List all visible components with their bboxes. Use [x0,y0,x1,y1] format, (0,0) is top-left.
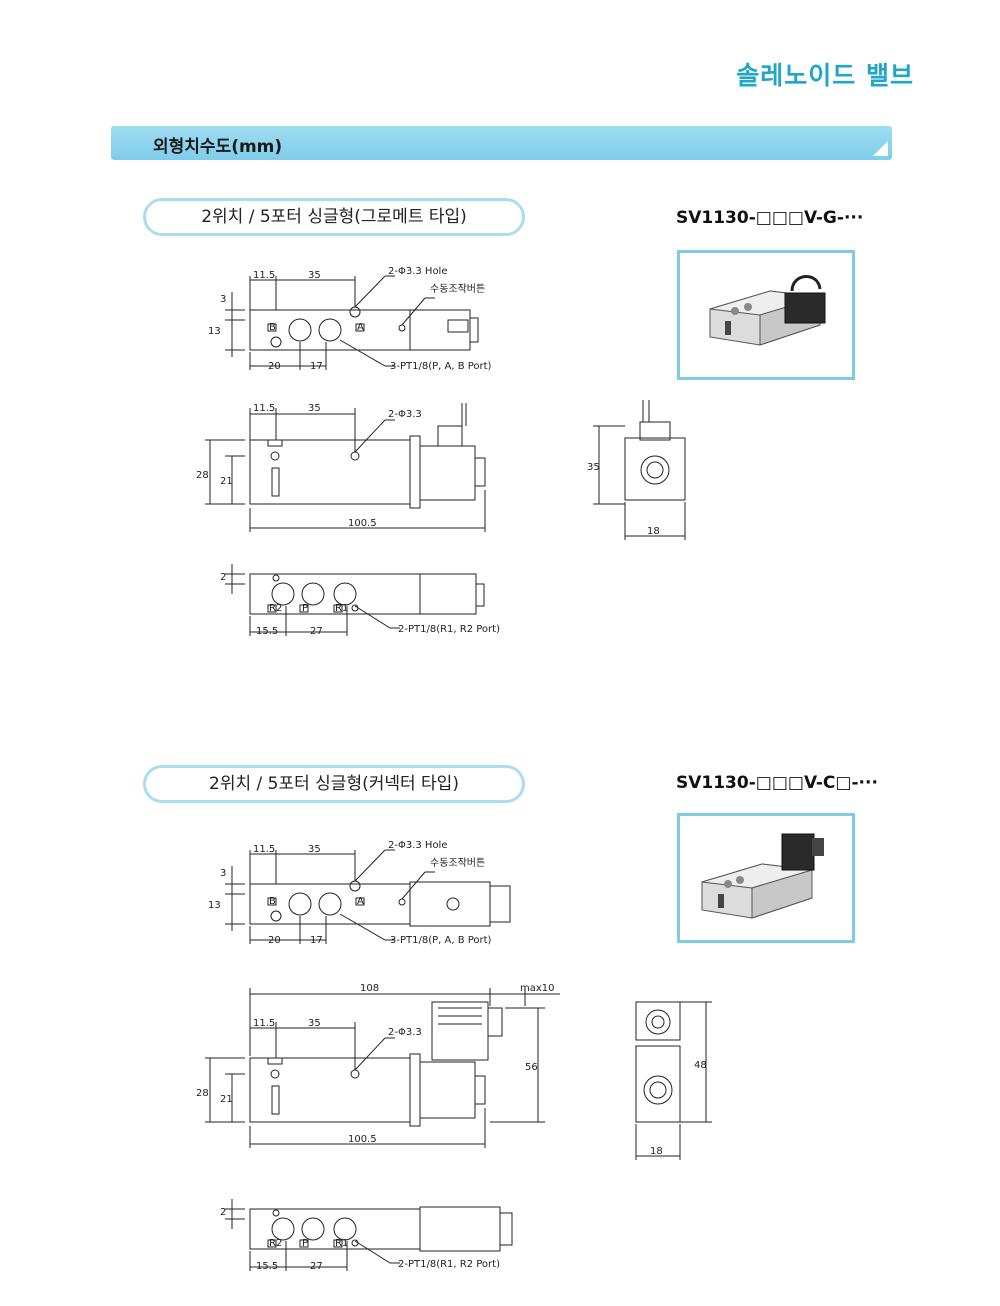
product-photo-connector [677,813,855,943]
dim-21: 21 [220,1094,233,1105]
port-r1-label: R1 [335,1238,348,1249]
dim-20: 20 [268,935,281,946]
hole-note: 2-Φ3.3 [388,1027,422,1038]
dim-100-5: 100.5 [348,1134,377,1145]
dim-28: 28 [196,1088,209,1099]
dim-48: 48 [694,1060,707,1071]
top-view-drawing-connector: 11.5 35 2-Φ3.3 Hole 수동조작버튼 3 13 20 17 3-… [208,840,511,946]
ports-note: 2-PT1/8(R1, R2 Port) [398,1259,500,1270]
dim-18: 18 [650,1146,663,1157]
model-code-connector: SV1130-□□□V-C□-··· [676,773,878,793]
corner-mark-icon [873,141,888,156]
top-view-drawing-grommet: 11.5 35 2-Φ3.3 Hole 수동조작버튼 3 13 20 17 3-… [208,266,492,372]
hole-note: 2-Φ3.3 Hole [388,840,448,851]
dim-100-5: 100.5 [348,518,377,529]
front-view-drawing-grommet: 11.5 35 2-Φ3.3 28 21 100.5 [196,403,486,532]
manual-button-note: 수동조작버튼 [430,857,485,869]
bottom-view-drawing-connector: 2 15.5 27 2-PT1/8(R1, R2 Port) R2 P R1 [220,1199,513,1272]
dim-max10: max10 [520,983,555,994]
dim-56: 56 [525,1062,538,1073]
port-a-label: A [357,896,364,907]
type-label-connector: 2위치 / 5포터 싱글형(커넥터 타입) [143,765,525,803]
dim-3: 3 [220,294,226,305]
dim-20: 20 [268,361,281,372]
valve-connector-picture [701,833,824,919]
port-b-label: B [269,896,276,907]
dim-35: 35 [308,403,321,414]
ports-note: 2-PT1/8(R1, R2 Port) [398,624,500,635]
port-p-label: P [302,603,308,614]
bottom-view-drawing-grommet: 2 15.5 27 2-PT1/8(R1, R2 Port) R2 P R1 [220,564,500,637]
hole-note: 2-Φ3.3 Hole [388,266,448,277]
page-header-title: 솔레노이드 밸브 [736,61,914,90]
section-title: 외형치수도(mm) [153,137,283,157]
dim-11-5: 11.5 [253,1018,275,1029]
model-code-grommet: SV1130-□□□V-G-··· [676,208,864,228]
dim-17: 17 [310,361,323,372]
section-bar: 외형치수도(mm) [111,126,892,160]
dim-13: 13 [208,900,221,911]
dim-3: 3 [220,868,226,879]
side-view-drawing-connector: 48 18 [635,1001,712,1160]
side-view-drawing-grommet: 35 18 [587,400,686,540]
dim-35: 35 [308,844,321,855]
port-r2-label: R2 [269,1238,282,1249]
type-label-grommet: 2위치 / 5포터 싱글형(그로메트 타입) [143,198,525,236]
dim-11-5: 11.5 [253,403,275,414]
dim-35: 35 [308,1018,321,1029]
dim-21: 21 [220,476,233,487]
valve-grommet-picture [709,275,826,346]
hole-note: 2-Φ3.3 [388,409,422,420]
dim-11-5: 11.5 [253,270,275,281]
front-view-drawing-connector: 108 max10 11.5 35 2-Φ3.3 28 21 56 100.5 [196,983,560,1148]
port-r2-label: R2 [269,603,282,614]
manual-button-note: 수동조작버튼 [430,283,485,295]
port-a-label: A [357,322,364,333]
dim-15-5: 15.5 [256,1261,278,1272]
dim-13: 13 [208,326,221,337]
dim-28: 28 [196,470,209,481]
dim-11-5: 11.5 [253,844,275,855]
ports-note: 3-PT1/8(P, A, B Port) [390,935,492,946]
dim-17: 17 [310,935,323,946]
dim-35: 35 [587,462,600,473]
product-photo-grommet [677,250,855,380]
dim-2: 2 [220,572,226,583]
dim-27: 27 [310,1261,323,1272]
dim-108: 108 [360,983,379,994]
dim-27: 27 [310,626,323,637]
ports-note: 3-PT1/8(P, A, B Port) [390,361,492,372]
port-r1-label: R1 [335,603,348,614]
dim-35: 35 [308,270,321,281]
port-p-label: P [302,1238,308,1249]
dim-2: 2 [220,1207,226,1218]
dim-15-5: 15.5 [256,626,278,637]
port-b-label: B [269,322,276,333]
dim-18: 18 [647,526,660,537]
